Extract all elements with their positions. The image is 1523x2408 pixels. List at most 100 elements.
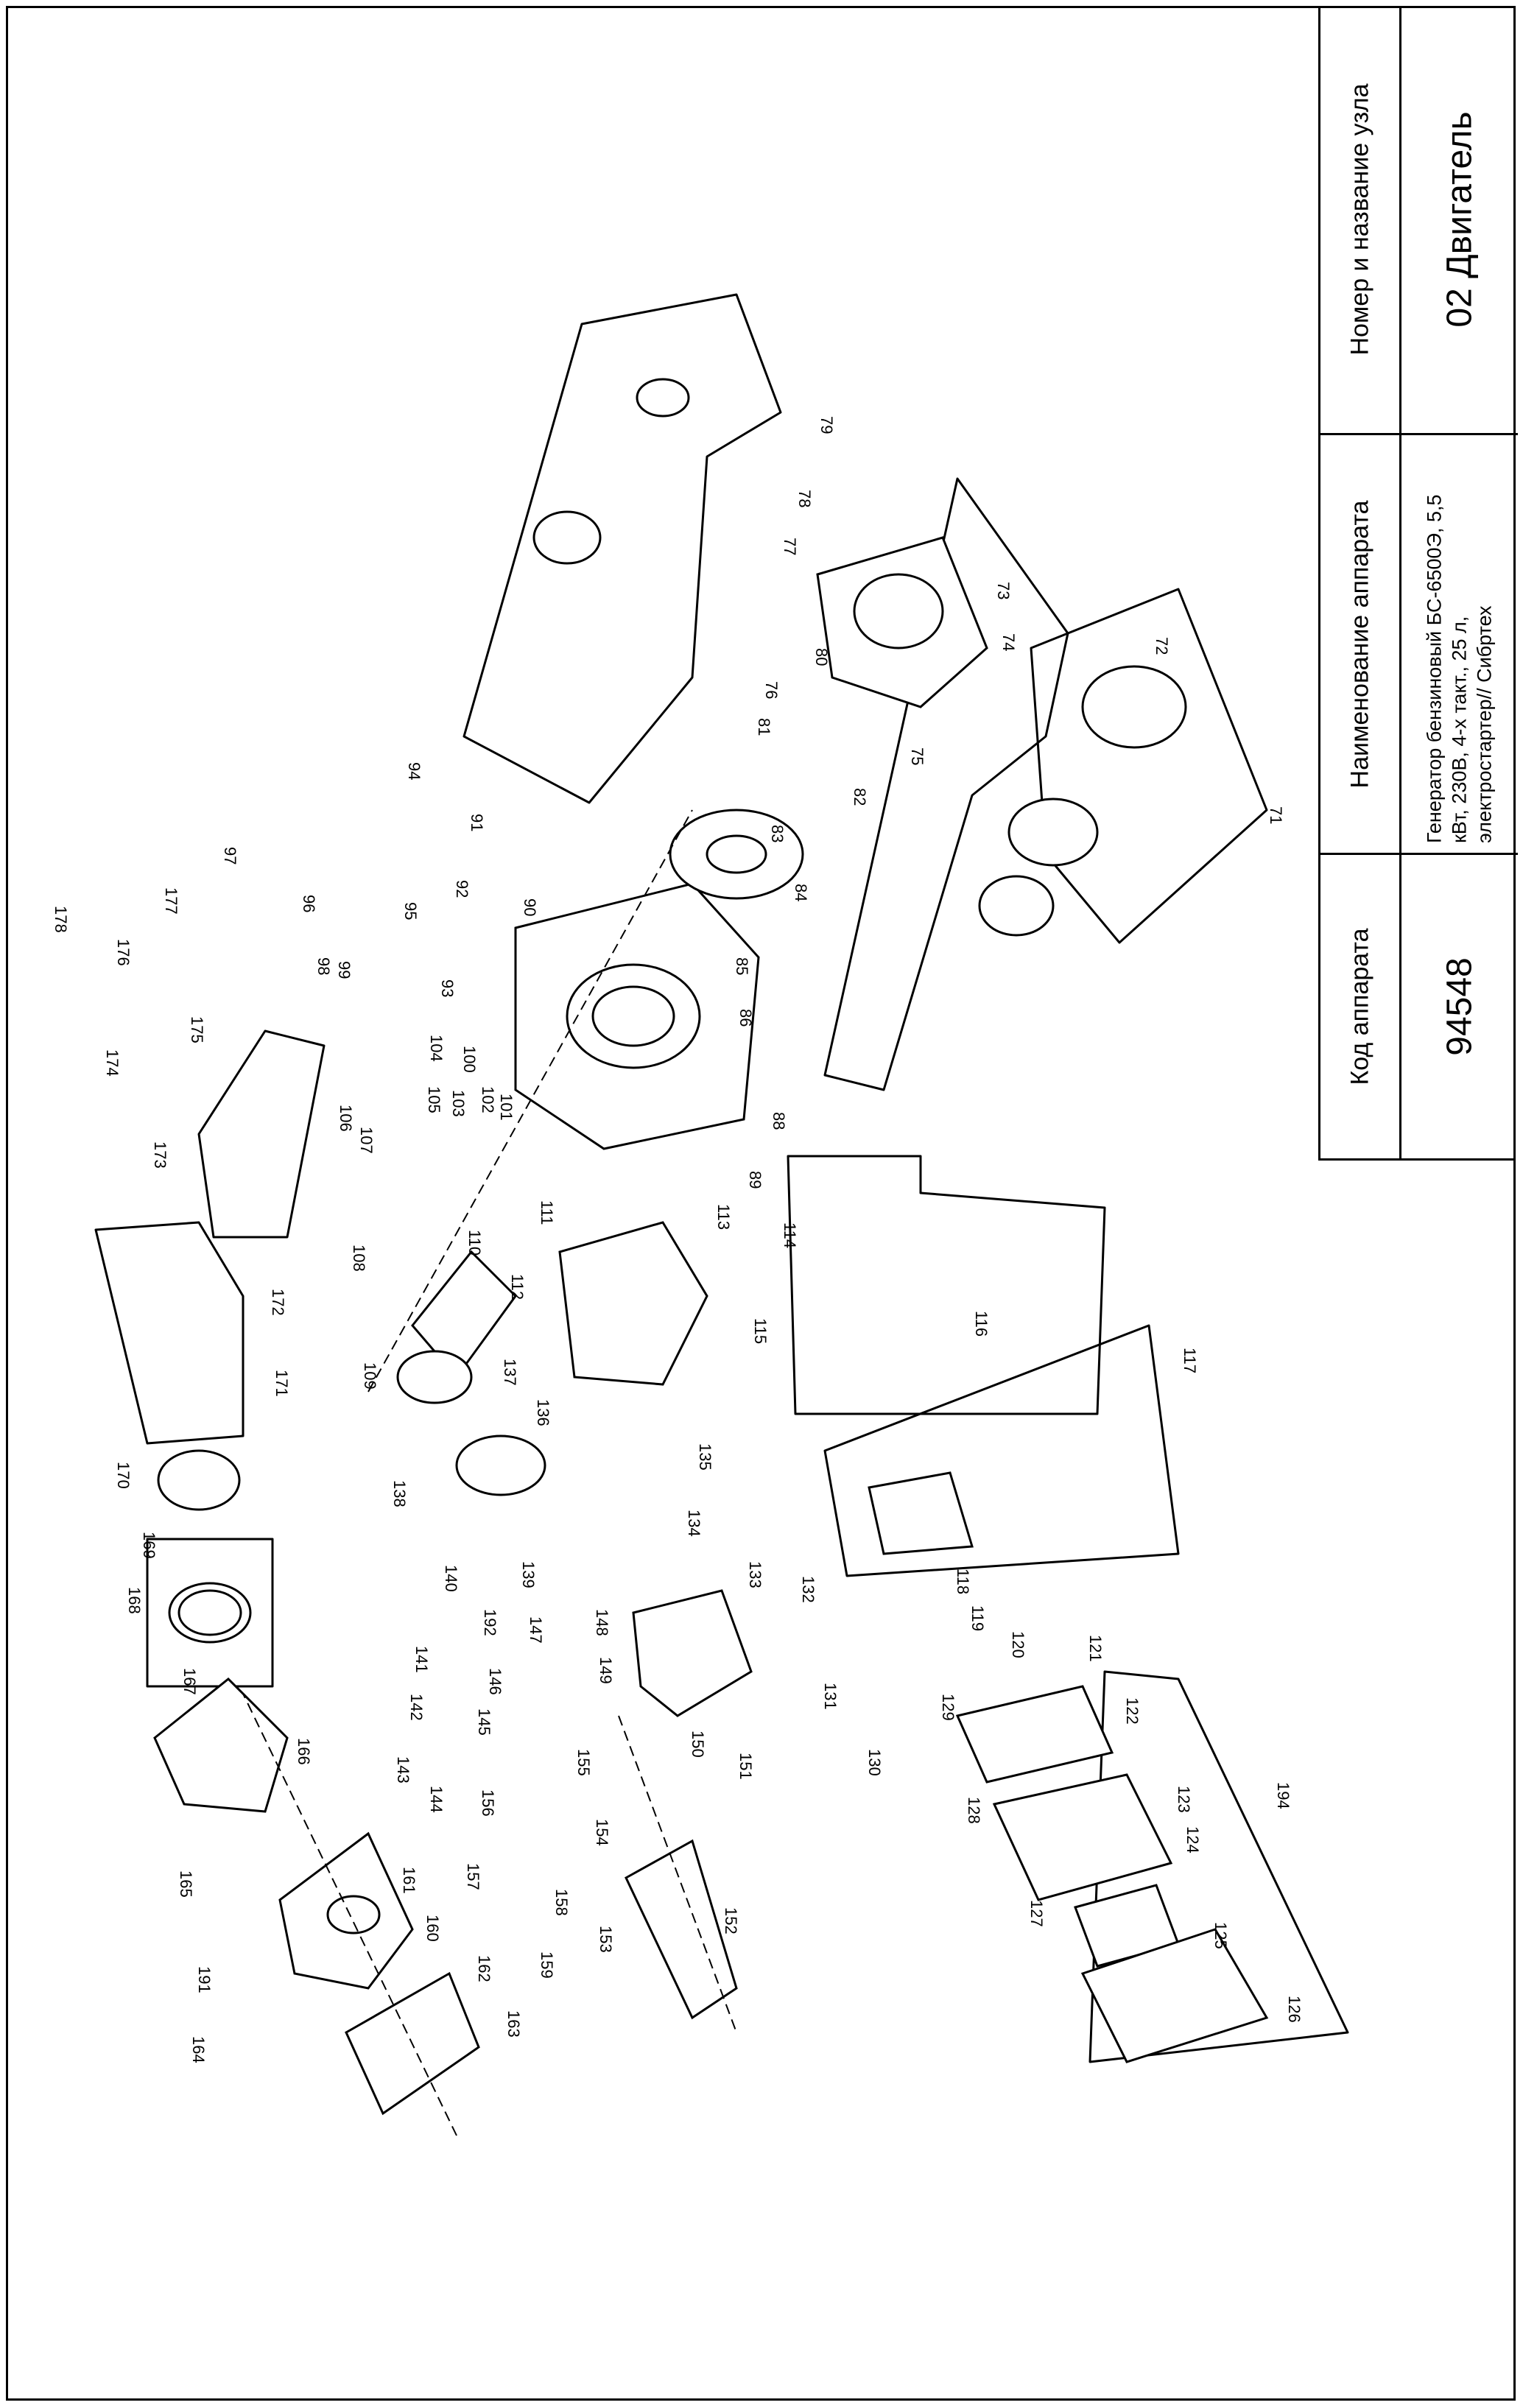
callout-160: 160 — [423, 1915, 442, 1942]
callout-153: 153 — [597, 1926, 615, 1953]
callout-138: 138 — [390, 1480, 409, 1507]
callout-134: 134 — [685, 1510, 703, 1537]
group-outline-carb — [823, 1324, 1180, 1577]
callout-130: 130 — [865, 1749, 884, 1776]
callout-168: 168 — [125, 1587, 144, 1614]
callout-121: 121 — [1086, 1635, 1105, 1662]
callout-173: 173 — [151, 1141, 169, 1169]
callout-88: 88 — [770, 1112, 788, 1130]
callout-142: 142 — [407, 1694, 426, 1721]
callout-84: 84 — [792, 884, 810, 901]
callout-128: 128 — [965, 1797, 983, 1824]
part-carburetor — [868, 1471, 974, 1555]
callout-101: 101 — [497, 1094, 516, 1121]
callout-83: 83 — [768, 825, 787, 842]
callout-148: 148 — [593, 1609, 611, 1636]
callout-102: 102 — [479, 1086, 497, 1113]
callout-132: 132 — [799, 1576, 817, 1603]
axis-line-cover — [242, 1693, 457, 2136]
callout-103: 103 — [449, 1090, 468, 1117]
callout-136: 136 — [534, 1399, 552, 1426]
callout-125: 125 — [1211, 1922, 1230, 1949]
callout-99: 99 — [335, 961, 354, 979]
device-line-3: электростартер// Сибртех — [1472, 605, 1495, 843]
callout-145: 145 — [475, 1708, 493, 1736]
callout-161: 161 — [400, 1867, 418, 1894]
callout-109: 109 — [361, 1362, 379, 1390]
device-label: Наименование аппарата — [1346, 500, 1373, 788]
callout-194: 194 — [1274, 1782, 1292, 1809]
callout-77: 77 — [781, 538, 799, 555]
callout-139: 139 — [519, 1561, 538, 1588]
callout-91: 91 — [468, 814, 486, 831]
part-air-filter-housing — [955, 1685, 1114, 1784]
callout-170: 170 — [114, 1462, 133, 1489]
callout-144: 144 — [427, 1786, 446, 1813]
callout-90: 90 — [521, 898, 539, 916]
group-outline-rings — [146, 1538, 274, 1688]
callout-117: 117 — [1181, 1348, 1199, 1373]
callout-72: 72 — [1153, 637, 1171, 655]
group-outline-starter — [462, 293, 782, 804]
callout-137: 137 — [501, 1359, 519, 1386]
callout-118: 118 — [954, 1569, 972, 1594]
callout-114: 114 — [781, 1222, 799, 1248]
callout-78: 78 — [795, 490, 814, 507]
callout-95: 95 — [401, 902, 420, 920]
callout-82: 82 — [851, 788, 869, 806]
callout-172: 172 — [269, 1289, 287, 1316]
part-valve-cover — [632, 1589, 753, 1717]
callout-155: 155 — [574, 1749, 593, 1776]
code-value: 94548 — [1440, 957, 1480, 1056]
callout-123: 123 — [1175, 1786, 1193, 1813]
callout-174: 174 — [103, 1049, 122, 1077]
part-cylinder-head — [558, 1221, 708, 1386]
callout-75: 75 — [908, 747, 926, 765]
callout-163: 163 — [504, 2010, 523, 2038]
callout-167: 167 — [180, 1668, 199, 1695]
callout-74: 74 — [999, 633, 1018, 651]
callout-152: 152 — [722, 1907, 740, 1935]
part-piston — [157, 1449, 241, 1511]
callout-166: 166 — [295, 1738, 313, 1765]
part-starter-motor — [532, 510, 602, 565]
callout-171: 171 — [272, 1370, 291, 1397]
drawing-sheet-border — [6, 6, 1516, 2401]
part-muffler-pipe — [625, 1839, 738, 2020]
device-value: Генератор бензиновый БС-6500Э, 5,5 кВт, … — [1422, 446, 1496, 843]
part-camshaft-gear — [455, 1434, 546, 1496]
callout-93: 93 — [438, 979, 457, 997]
callout-81: 81 — [755, 718, 773, 736]
callout-108: 108 — [350, 1245, 368, 1272]
callout-127: 127 — [1027, 1900, 1046, 1927]
callout-149: 149 — [597, 1657, 615, 1684]
callout-112: 112 — [508, 1274, 527, 1300]
callout-115: 115 — [751, 1318, 770, 1344]
callout-175: 175 — [188, 1016, 206, 1043]
part-gasket — [153, 1677, 289, 1813]
callout-157: 157 — [464, 1863, 482, 1890]
callout-94: 94 — [405, 762, 423, 780]
callout-107: 107 — [357, 1127, 376, 1154]
callout-124: 124 — [1183, 1826, 1202, 1853]
callout-146: 146 — [486, 1668, 504, 1695]
callout-158: 158 — [552, 1889, 571, 1916]
callout-89: 89 — [746, 1171, 764, 1189]
callout-150: 150 — [689, 1731, 707, 1758]
callout-169: 169 — [140, 1532, 158, 1559]
group-outline-recoil — [823, 477, 1069, 1091]
callout-73: 73 — [994, 582, 1013, 599]
callout-165: 165 — [177, 1870, 195, 1898]
callout-131: 131 — [821, 1683, 840, 1710]
callout-141: 141 — [412, 1646, 431, 1673]
callout-191: 191 — [195, 1966, 214, 1993]
group-outline-conrod — [94, 1221, 245, 1445]
callout-92: 92 — [453, 880, 471, 898]
callout-116: 116 — [972, 1311, 991, 1337]
group-outline-governor — [787, 1155, 1106, 1415]
callout-104: 104 — [427, 1035, 446, 1062]
callout-119: 119 — [968, 1605, 987, 1631]
callout-86: 86 — [736, 1009, 755, 1027]
part-recoil-starter — [1081, 665, 1187, 749]
callout-80: 80 — [812, 648, 831, 666]
